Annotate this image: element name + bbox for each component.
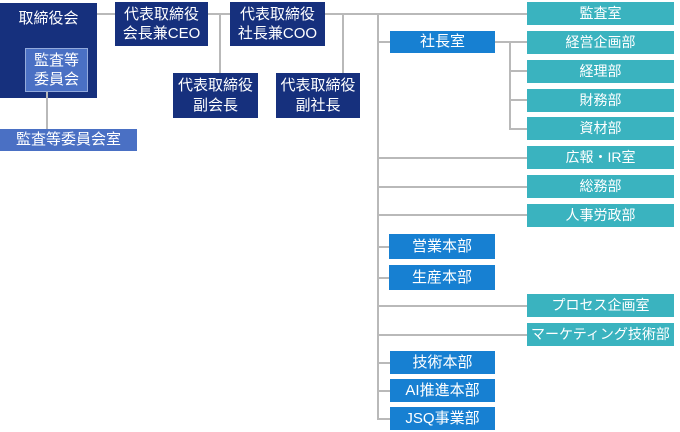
connector-hr-labor xyxy=(377,214,527,216)
connector-accounting xyxy=(509,70,527,72)
connector-process-planning xyxy=(377,305,527,307)
connector-vice-chairman xyxy=(219,13,221,73)
org-node-pr-ir: 広報・IR室 xyxy=(527,146,674,169)
org-node-ai-promotion-hq: AI推進本部 xyxy=(390,379,495,402)
connector-vice-president xyxy=(342,13,344,73)
connector-production-hq xyxy=(377,277,389,279)
connector-main-trunk xyxy=(377,13,379,420)
org-node-marketing-tech: マーケティング技術部 xyxy=(527,323,674,346)
connector-audit-office xyxy=(46,92,48,129)
org-node-process-planning: プロセス企画室 xyxy=(527,294,674,317)
connector-sales-hq xyxy=(377,246,389,248)
connector-jsq-division xyxy=(377,418,390,420)
org-node-chairman-ceo: 代表取締役 会長兼CEO xyxy=(115,2,208,46)
org-node-audit-office: 監査等委員会室 xyxy=(0,129,137,151)
connector-president-office-right xyxy=(495,41,510,43)
org-node-general-affairs: 総務部 xyxy=(527,175,674,198)
org-node-president-coo: 代表取締役 社長兼COO xyxy=(230,2,325,46)
org-node-president-office: 社長室 xyxy=(390,31,495,53)
org-node-materials: 資材部 xyxy=(527,117,674,140)
connector-ai-promotion-hq xyxy=(377,390,390,392)
org-node-production-hq: 生産本部 xyxy=(389,265,495,290)
connector-corporate-planning xyxy=(509,41,527,43)
org-node-vice-chairman: 代表取締役 副会長 xyxy=(173,73,258,118)
connector-sub-trunk xyxy=(509,41,511,130)
connector-pr-ir xyxy=(377,157,527,159)
org-node-hr-labor: 人事労政部 xyxy=(527,204,674,227)
connector-engineering-hq xyxy=(377,362,390,364)
connector-general-affairs xyxy=(377,186,527,188)
org-node-engineering-hq: 技術本部 xyxy=(390,351,495,374)
connector-finance xyxy=(509,99,527,101)
org-node-audit-committee: 監査等 委員会 xyxy=(25,48,88,92)
org-node-corporate-planning: 経営企画部 xyxy=(527,31,674,54)
org-node-finance: 財務部 xyxy=(527,89,674,112)
connector-president-office-left xyxy=(377,41,390,43)
connector-marketing-tech xyxy=(377,334,527,336)
connector-materials xyxy=(509,128,527,130)
org-node-audit-room: 監査室 xyxy=(527,2,674,25)
org-node-jsq-division: JSQ事業部 xyxy=(390,407,495,430)
org-node-accounting: 経理部 xyxy=(527,60,674,83)
org-node-sales-hq: 営業本部 xyxy=(389,234,495,259)
org-node-vice-president: 代表取締役 副社長 xyxy=(276,73,360,118)
